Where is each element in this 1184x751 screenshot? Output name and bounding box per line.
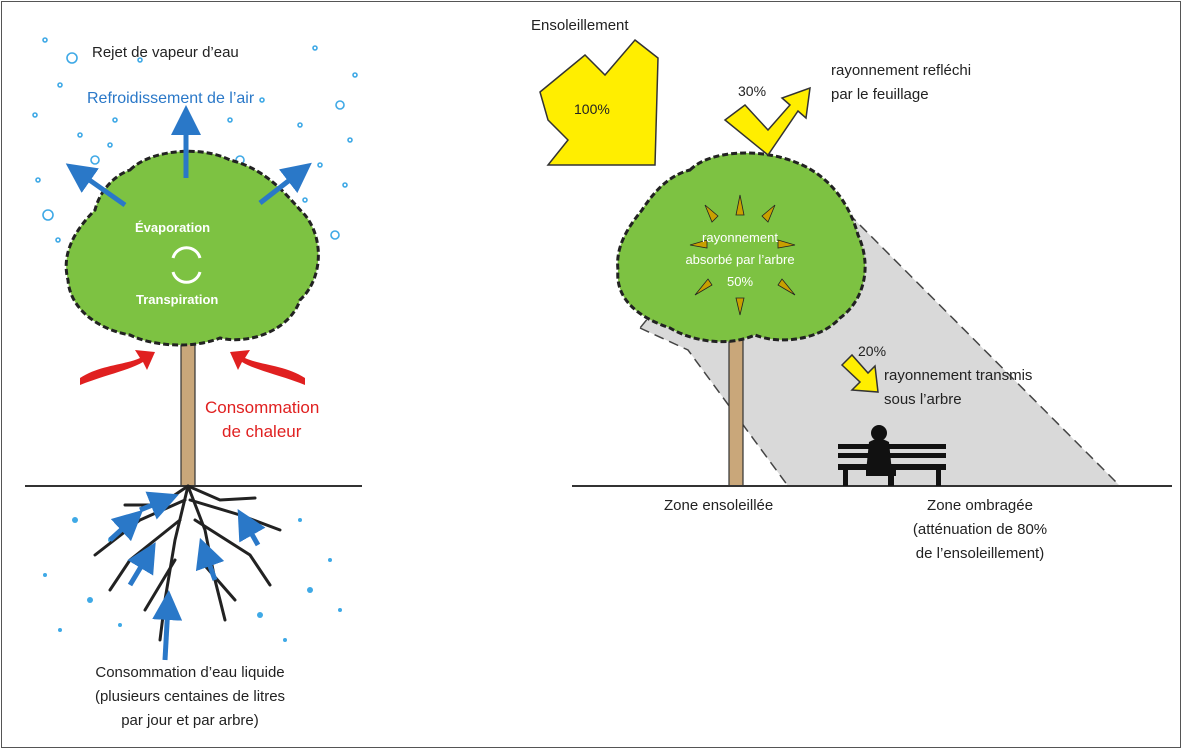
transpiration-label: Transpiration: [136, 292, 219, 307]
transmitted-line2: sous l’arbre: [884, 391, 962, 408]
shaded-zone-line3: de l’ensoleillement): [915, 545, 1045, 562]
sunshine-label: Ensoleillement: [531, 17, 629, 34]
shaded-zone-line2: (atténuation de 80%: [912, 521, 1048, 538]
transmitted-percent: 20%: [858, 343, 887, 359]
sunshine-percent: 100%: [574, 101, 610, 117]
water-consumption-line3: par jour et par arbre): [121, 712, 259, 729]
soil-droplets: [43, 517, 342, 642]
air-cooling-label: Refroidissement de l’air: [87, 90, 255, 107]
sunshine-arrow: [539, 38, 659, 166]
right-tree-canopy: [616, 151, 867, 344]
sunny-zone-label: Zone ensoleillée: [664, 497, 774, 514]
vapour-droplets: [32, 37, 358, 243]
transmitted-line1: rayonnement transmis: [884, 367, 1033, 384]
right-tree: [616, 151, 867, 487]
absorption-arrows: [689, 194, 796, 316]
heat-consumption-line2: de chaleur: [222, 422, 302, 441]
heat-arrows: [80, 350, 305, 385]
reflected-line1: rayonnement refléchi: [831, 62, 972, 79]
seated-person-icon: [866, 425, 896, 486]
water-consumption-line1: Consommation d’eau liquide: [95, 664, 285, 681]
water-consumption-line2: (plusieurs centaines de litres: [94, 688, 286, 705]
cooling-arrows: [65, 105, 312, 208]
reflected-line2: par le feuillage: [831, 86, 929, 103]
roots: [93, 484, 282, 642]
shaded-zone-line1: Zone ombragée: [927, 497, 1033, 514]
absorbed-percent: 50%: [726, 274, 754, 289]
bench: [838, 444, 946, 486]
evaporation-label: Évaporation: [135, 220, 211, 235]
evapotranspiration-cycle-icon: [171, 246, 202, 284]
vapour-release-label: Rejet de vapeur d’eau: [92, 44, 239, 61]
absorbed-line1: rayonnement: [702, 230, 778, 245]
reflected-percent: 30%: [738, 83, 767, 99]
absorbed-line2: absorbé par l’arbre: [685, 252, 795, 267]
heat-consumption-line1: Consommation: [205, 398, 320, 417]
transmitted-arrow: [840, 353, 879, 393]
water-uptake-arrows: [108, 491, 266, 661]
reflected-arrow: [723, 86, 811, 157]
